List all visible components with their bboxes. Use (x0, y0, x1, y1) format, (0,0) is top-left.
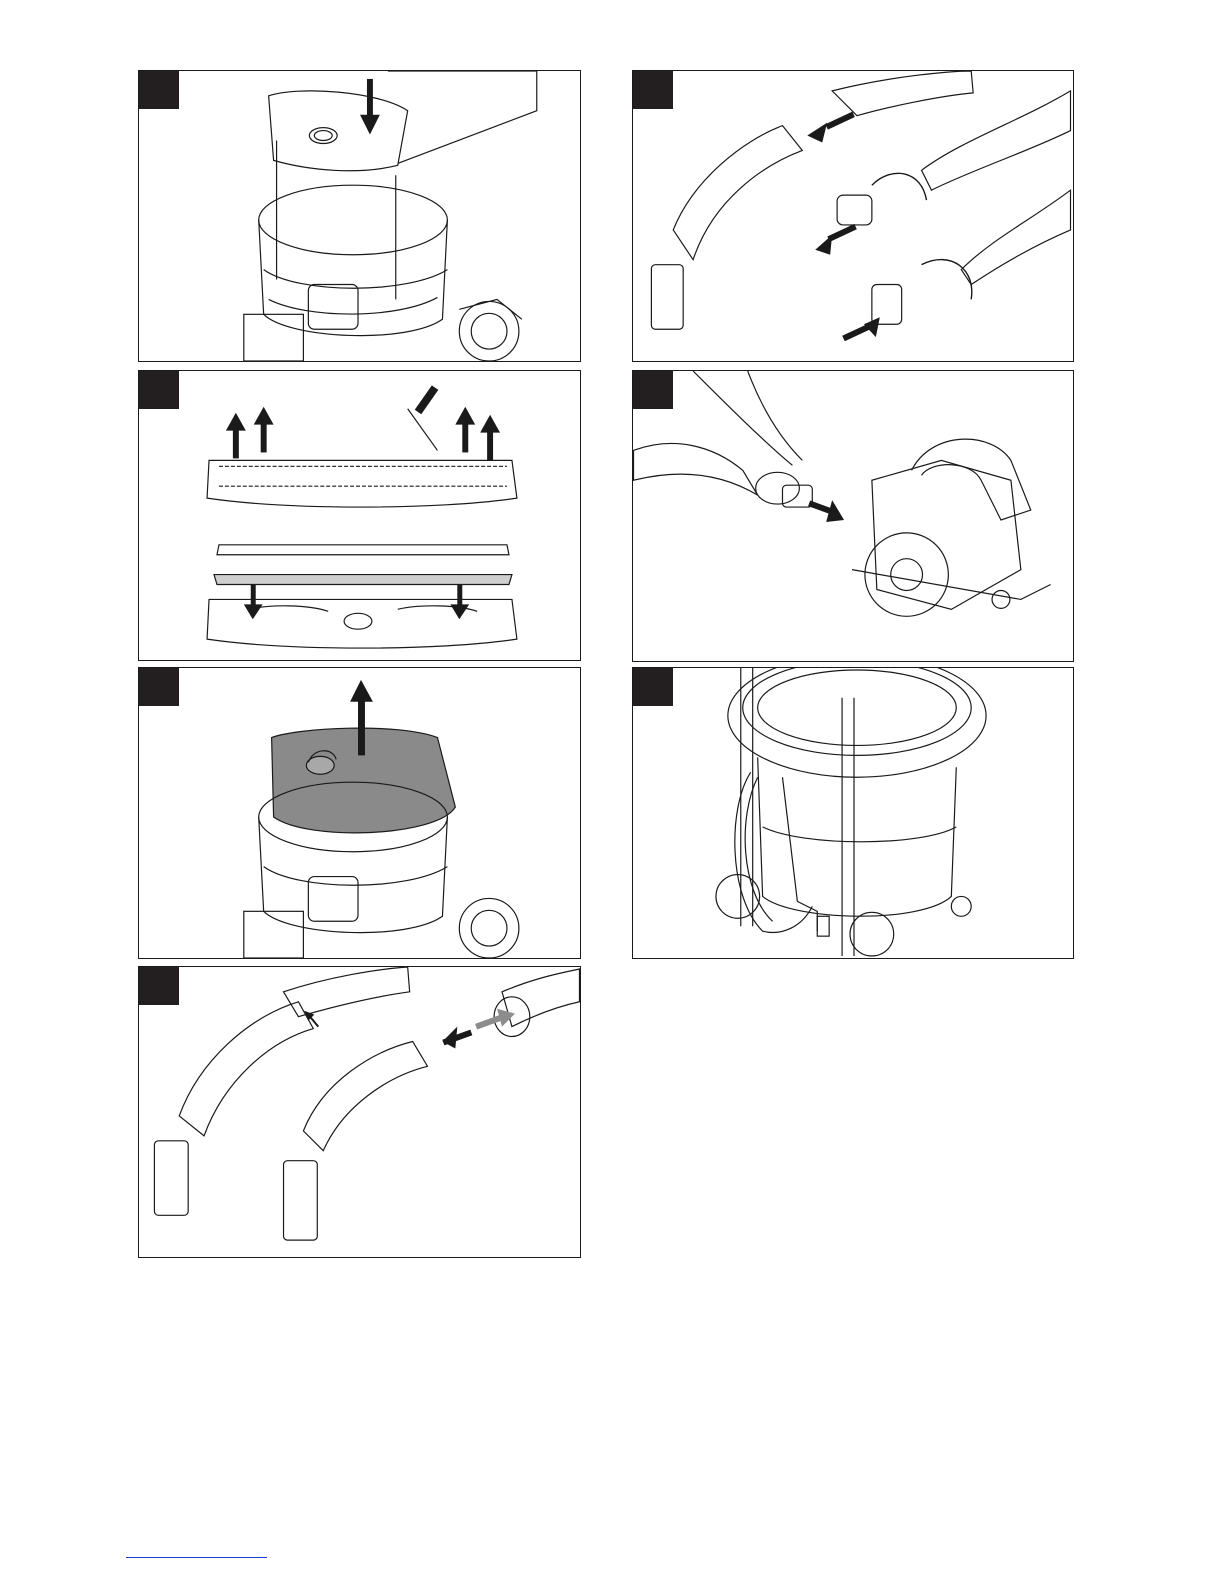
panel-power-tool-connect (632, 370, 1074, 662)
power-tool-connect-illustration (633, 371, 1073, 661)
filter-remove-illustration (139, 668, 580, 958)
panel-floor-nozzle-strips (138, 370, 581, 661)
step-tag (139, 371, 179, 409)
floor-nozzle-strips-illustration (139, 371, 580, 660)
panel-filter-remove (138, 667, 581, 959)
panel-storage (632, 667, 1074, 959)
step-tag (139, 71, 179, 109)
step-tag (633, 668, 673, 706)
storage-illustration (633, 668, 1073, 958)
handle-connect-illustration (139, 967, 580, 1257)
step-tag (139, 967, 179, 1005)
step-tag (633, 371, 673, 409)
panel-handle-connect (138, 966, 581, 1258)
step-tag (139, 668, 179, 706)
step-tag (633, 71, 673, 109)
panel-filter-bag-insert (138, 70, 581, 362)
panel-hose-disconnect (632, 70, 1074, 362)
footer-rule (126, 1557, 267, 1558)
hose-disconnect-illustration (633, 71, 1073, 361)
filter-bag-insert-illustration (139, 71, 580, 361)
